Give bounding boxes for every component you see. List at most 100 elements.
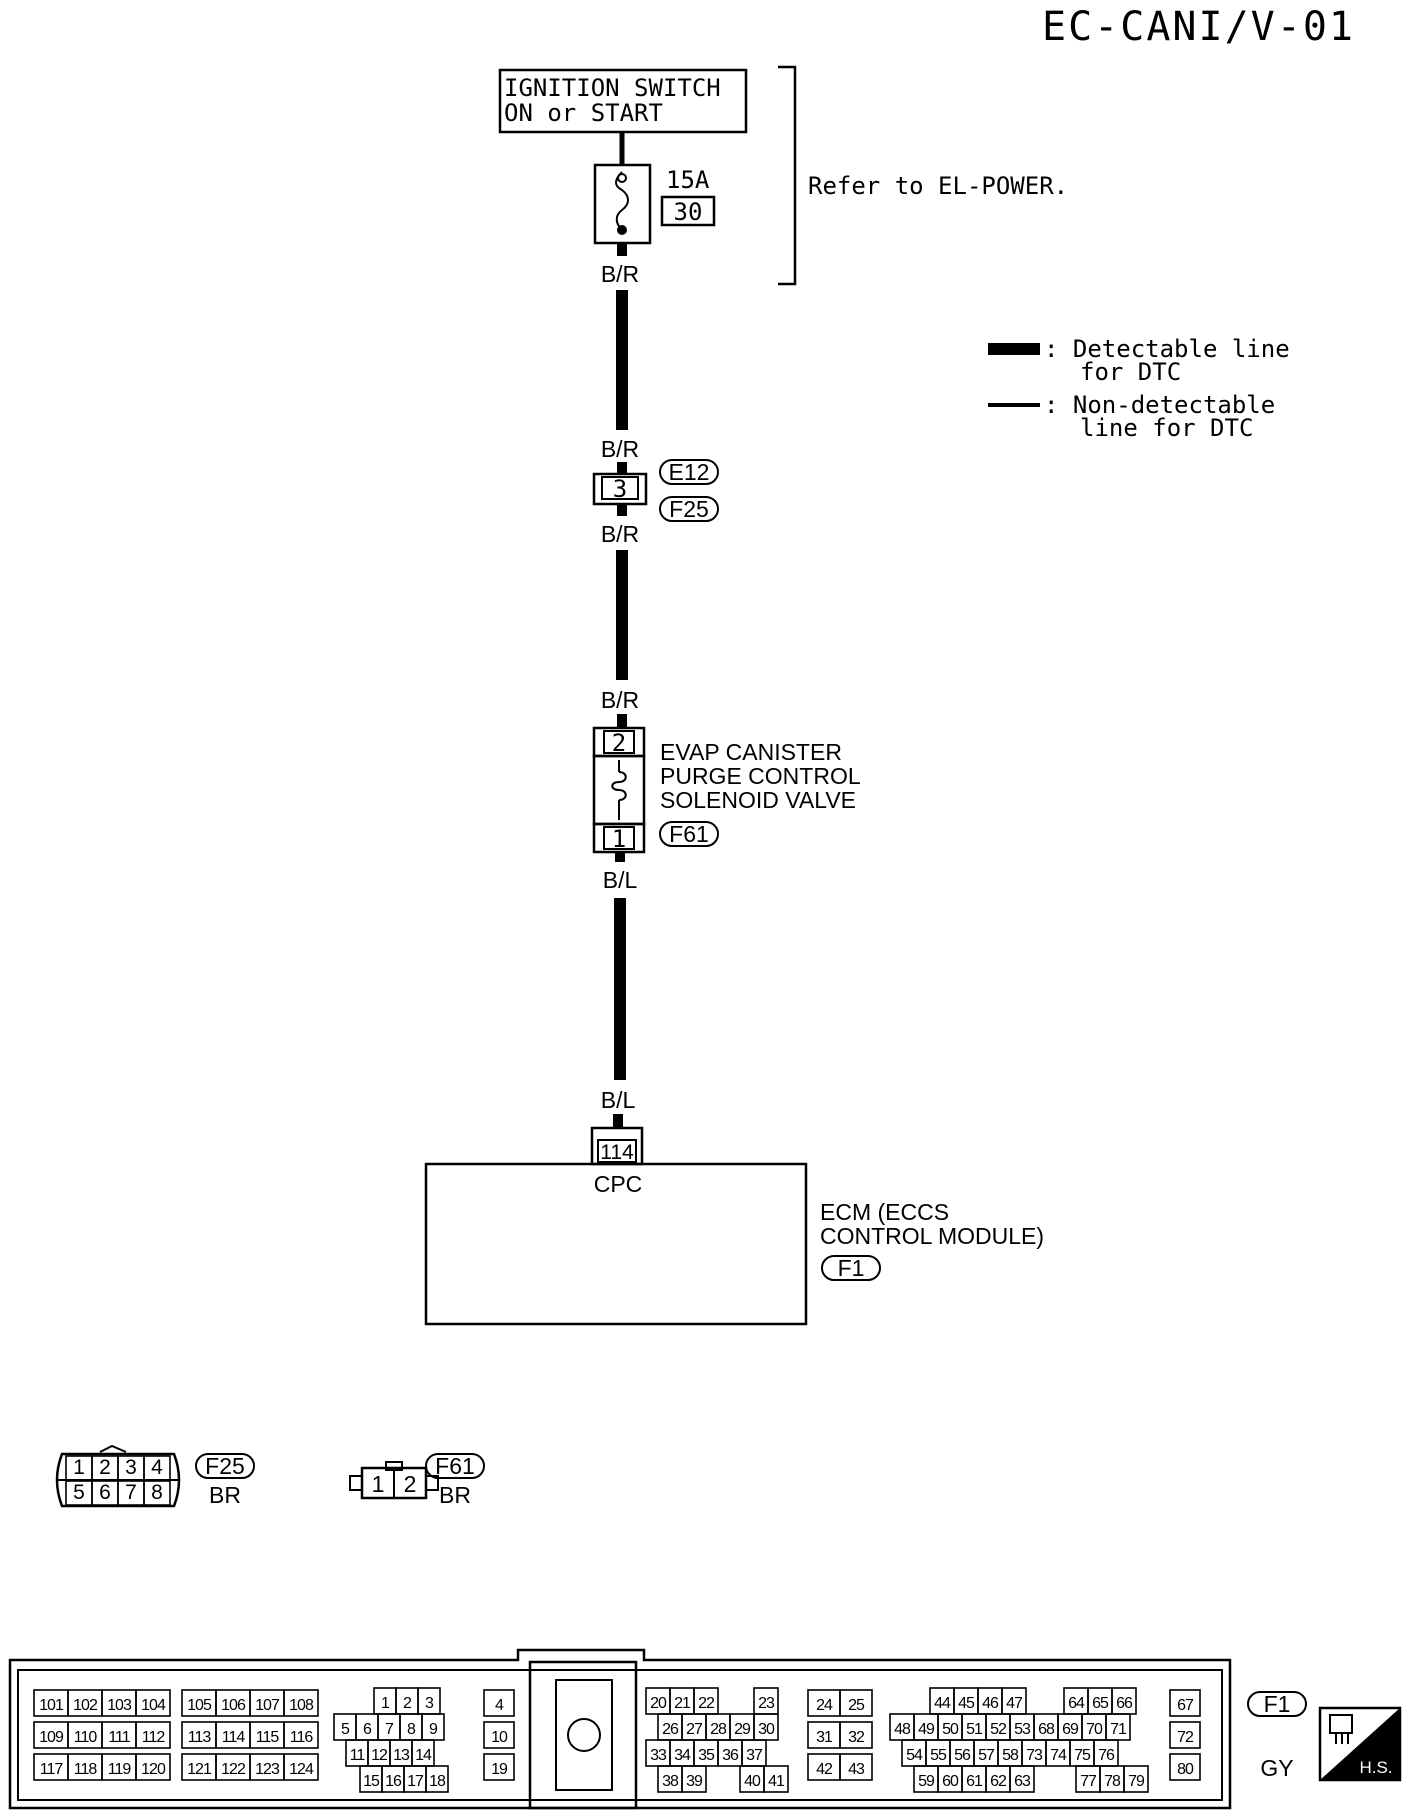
connector-pin-label: 120: [141, 1761, 166, 1778]
connector-pin-label: 71: [1110, 1721, 1127, 1738]
connector-pin: 30: [753, 1713, 779, 1741]
connector-pin: 70: [1081, 1713, 1107, 1741]
connector-pin: 24: [807, 1689, 841, 1717]
connector-pin: 122: [215, 1753, 251, 1781]
connector-pin-label: 43: [848, 1761, 865, 1778]
connector-pin-label: 1: [381, 1695, 390, 1712]
connector-pin-label: 77: [1080, 1773, 1097, 1790]
connector-pin-label: 110: [74, 1729, 98, 1746]
connector-pin-label: 34: [674, 1747, 691, 1764]
connector-pin: 65: [1087, 1687, 1113, 1715]
connector-pin: 109: [33, 1721, 69, 1749]
connector-pin: 50: [937, 1713, 963, 1741]
connector-pin: 121: [181, 1753, 217, 1781]
connector-pin: 74: [1045, 1739, 1071, 1767]
connector-pin-label: 62: [990, 1773, 1007, 1790]
connector-pin: 64: [1063, 1687, 1089, 1715]
connector-id-f61: F61: [435, 1453, 475, 1479]
connector-pin-label: 31: [816, 1729, 833, 1746]
ignition-switch: IGNITION SWITCH ON or START: [498, 68, 748, 134]
connector-pin-label: 27: [686, 1721, 703, 1738]
connector-pin-label: 58: [1002, 1747, 1019, 1764]
connector-pin-label: 51: [966, 1721, 983, 1738]
connector-pin-label: 3: [425, 1695, 434, 1712]
connector-pin-label: 13: [393, 1747, 410, 1764]
connector-pin-label: 12: [371, 1747, 388, 1764]
connector-pin-label: 8: [151, 1481, 163, 1504]
connector-pin-label: 7: [385, 1721, 394, 1738]
connector-pin: 18: [425, 1765, 449, 1793]
connector-pin-label: 35: [698, 1747, 715, 1764]
legend-detectable-label-2: for DTC: [1080, 358, 1181, 386]
connector-pin-label: 57: [978, 1747, 995, 1764]
connector-pin-label: 113: [188, 1729, 212, 1746]
connector-pin: 35: [693, 1739, 719, 1767]
connector-pin: 8: [143, 1480, 171, 1506]
connector-pin-label: 18: [429, 1773, 446, 1790]
connector-pin: 39: [681, 1765, 707, 1793]
connector-id-f25: F25: [205, 1453, 245, 1479]
connector-pin: 47: [1001, 1687, 1027, 1715]
connector-pin-label: 14: [415, 1747, 432, 1764]
connector-pin-label: 112: [142, 1729, 166, 1746]
connector-pin: 36: [717, 1739, 743, 1767]
connector-pin-label: 114: [222, 1729, 246, 1746]
connector-pin-label: 111: [108, 1729, 130, 1746]
connector-pin: 44: [929, 1687, 955, 1715]
solenoid-label-1: EVAP CANISTER: [660, 739, 842, 765]
connector-color-f25: BR: [209, 1482, 241, 1508]
connector-pin-label: 8: [407, 1721, 416, 1738]
connector-pin: 114: [215, 1721, 251, 1749]
connector-pin: 48: [889, 1713, 915, 1741]
wire-color-bl: B/L: [603, 867, 638, 893]
connector-pin-label: 10: [491, 1729, 508, 1746]
connector-pin-label: 33: [650, 1747, 667, 1764]
hs-label: H.S.: [1359, 1758, 1392, 1777]
connector-pin: 115: [249, 1721, 285, 1749]
connector-pin: 2: [395, 1687, 419, 1715]
connector-pin: 22: [693, 1687, 719, 1715]
connector-pin: 4: [143, 1455, 171, 1481]
f1-lock-icon: [567, 1718, 601, 1752]
connector-pin: 21: [669, 1687, 695, 1715]
wire-color-br: B/R: [601, 521, 639, 547]
connector-pin: 107: [249, 1689, 285, 1717]
connector-pin-label: 37: [746, 1747, 763, 1764]
connector-pin-label: 102: [73, 1697, 98, 1714]
connector-pin: 78: [1099, 1765, 1125, 1793]
connector-pin: 1: [373, 1687, 397, 1715]
connector-pin-label: 4: [495, 1697, 504, 1714]
fuse-number: 30: [674, 198, 703, 226]
connector-pin: 56: [949, 1739, 975, 1767]
connector-pin-label: 109: [39, 1729, 64, 1746]
connector-pin: 42: [807, 1753, 841, 1781]
connector-pin-label: 73: [1026, 1747, 1043, 1764]
wire-color-bl: B/L: [601, 1087, 636, 1113]
connector-pin-label: 68: [1038, 1721, 1055, 1738]
connector-pin-label: 39: [686, 1773, 703, 1790]
connector-pin-label: 15: [363, 1773, 380, 1790]
connector-pin-label: 42: [816, 1761, 833, 1778]
connector-pin-label: 21: [674, 1695, 691, 1712]
connector-pin-label: 3: [125, 1456, 137, 1479]
connector-pin: 43: [839, 1753, 873, 1781]
connector-pin: 52: [985, 1713, 1011, 1741]
connector-pin: 3: [117, 1455, 145, 1481]
harness-side-icon: H.S.: [1318, 1706, 1402, 1782]
connector-pin-label: 40: [744, 1773, 761, 1790]
connector-pin-label: 101: [39, 1697, 64, 1714]
connector-pin-label: 116: [290, 1729, 314, 1746]
connector-pin-label: 44: [934, 1695, 951, 1712]
connector-pin-label: 20: [650, 1695, 667, 1712]
connector-pin-label: 47: [1006, 1695, 1023, 1712]
connector-pin: 54: [901, 1739, 927, 1767]
connector-pin-label: 72: [1177, 1729, 1194, 1746]
connector-pin-label: 24: [816, 1697, 833, 1714]
connector-pin: 41: [763, 1765, 789, 1793]
connector-pin-label: 79: [1128, 1773, 1145, 1790]
junction-pin: 3: [613, 475, 627, 503]
connector-pin-label: 65: [1092, 1695, 1109, 1712]
